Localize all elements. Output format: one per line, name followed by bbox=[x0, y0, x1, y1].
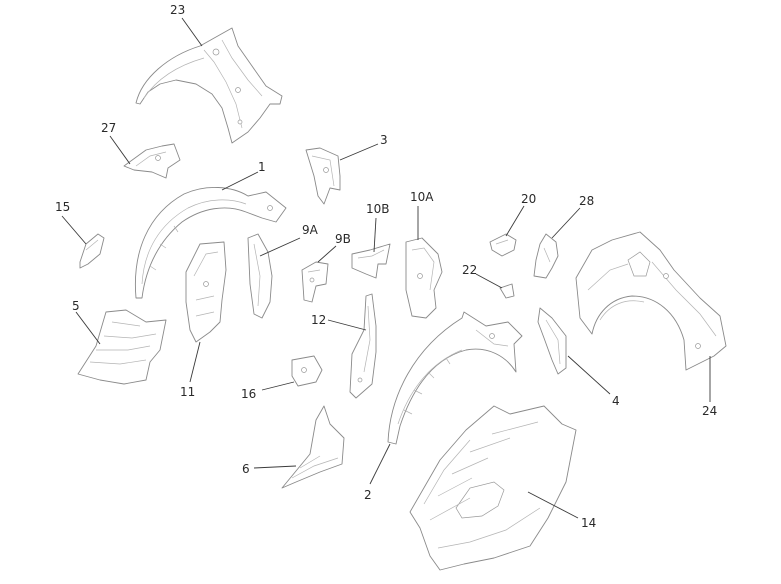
part-16 bbox=[291, 355, 323, 387]
callout-22: 22 bbox=[462, 263, 477, 277]
callout-2: 2 bbox=[364, 488, 372, 502]
part-24 bbox=[575, 231, 727, 371]
callout-4: 4 bbox=[612, 394, 620, 408]
callout-24: 24 bbox=[702, 404, 717, 418]
callout-11: 11 bbox=[180, 385, 195, 399]
part-9a bbox=[247, 233, 273, 319]
callout-3: 3 bbox=[380, 133, 388, 147]
callout-1: 1 bbox=[258, 160, 266, 174]
part-20 bbox=[489, 233, 517, 257]
part-10b bbox=[351, 243, 391, 279]
leader-lines bbox=[61, 17, 711, 519]
part-1 bbox=[134, 186, 287, 299]
part-15 bbox=[79, 233, 105, 269]
callout-15: 15 bbox=[55, 200, 70, 214]
part-27 bbox=[123, 143, 181, 179]
part-11 bbox=[185, 241, 227, 343]
callout-5: 5 bbox=[72, 299, 80, 313]
callout-9a: 9A bbox=[302, 223, 319, 237]
callout-20: 20 bbox=[521, 192, 536, 206]
part-4 bbox=[537, 307, 567, 375]
part-28 bbox=[533, 233, 559, 279]
callout-28: 28 bbox=[579, 194, 594, 208]
part-23 bbox=[135, 27, 283, 144]
part-12 bbox=[349, 293, 377, 399]
callout-9b: 9B bbox=[335, 232, 351, 246]
callout-10b: 10B bbox=[366, 202, 390, 216]
part-22 bbox=[499, 283, 515, 299]
part-14 bbox=[409, 405, 577, 571]
callout-27: 27 bbox=[101, 121, 116, 135]
part-9b bbox=[301, 261, 329, 303]
part-2 bbox=[387, 311, 523, 445]
callout-10a: 10A bbox=[410, 190, 434, 204]
callout-6: 6 bbox=[242, 462, 250, 476]
callout-16: 16 bbox=[241, 387, 256, 401]
callout-14: 14 bbox=[581, 516, 596, 530]
part-5 bbox=[77, 309, 167, 385]
part-10a bbox=[405, 237, 443, 319]
callout-labels: 23 27 1 15 5 11 9A 3 9B 10B 10A 12 16 6 … bbox=[55, 3, 717, 530]
part-3 bbox=[305, 147, 341, 205]
callout-23: 23 bbox=[170, 3, 185, 17]
part-6 bbox=[281, 405, 345, 489]
callout-12: 12 bbox=[311, 313, 326, 327]
